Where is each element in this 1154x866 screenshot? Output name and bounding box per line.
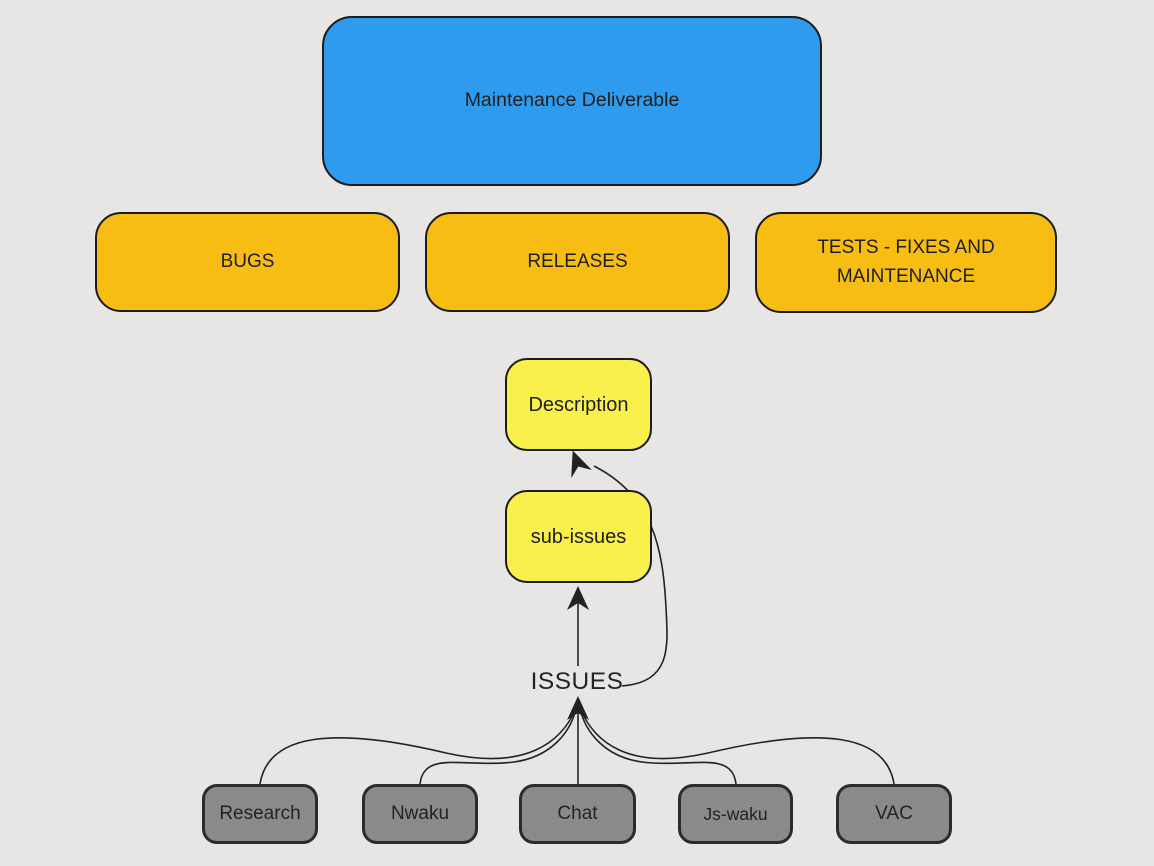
edge-research-issues <box>259 707 577 785</box>
node-issues-label: ISSUES <box>530 668 624 695</box>
node-research-label: Research <box>219 802 301 824</box>
node-nwaku-label: Nwaku <box>390 802 450 824</box>
node-research[interactable]: Research <box>202 784 318 844</box>
node-releases-label: RELEASES <box>527 250 628 272</box>
edge-nwaku-issues <box>419 707 577 785</box>
node-issues[interactable]: ISSUES <box>477 668 677 696</box>
arrowhead-into-description <box>571 450 592 478</box>
node-bugs[interactable]: BUGS <box>95 212 400 312</box>
node-maintenance-deliverable[interactable]: Maintenance Deliverable <box>322 16 822 186</box>
node-vac-label: VAC <box>875 802 913 824</box>
node-bugs-label: BUGS <box>220 250 275 272</box>
node-js-waku-label: Js-waku <box>703 803 768 824</box>
node-tests-fixes-maintenance[interactable]: TESTS - FIXES AND MAINTENANCE <box>755 212 1057 313</box>
node-tests-label: TESTS - FIXES AND MAINTENANCE <box>817 237 995 287</box>
node-maintenance-deliverable-label: Maintenance Deliverable <box>464 89 680 112</box>
node-sub-issues[interactable]: sub-issues <box>505 490 652 583</box>
node-sub-issues-label: sub-issues <box>530 525 627 548</box>
arrowhead-into-issues <box>567 696 589 720</box>
node-chat[interactable]: Chat <box>519 784 636 844</box>
node-releases[interactable]: RELEASES <box>425 212 730 312</box>
node-vac[interactable]: VAC <box>836 784 952 844</box>
node-description-label: Description <box>528 393 629 416</box>
node-js-waku[interactable]: Js-waku <box>678 784 793 844</box>
edge-vac-issues <box>579 707 895 785</box>
edge-jswaku-issues <box>579 707 737 785</box>
arrowhead-into-subissues <box>567 586 589 610</box>
node-description[interactable]: Description <box>505 358 652 451</box>
node-nwaku[interactable]: Nwaku <box>362 784 478 844</box>
node-chat-label: Chat <box>557 802 598 824</box>
